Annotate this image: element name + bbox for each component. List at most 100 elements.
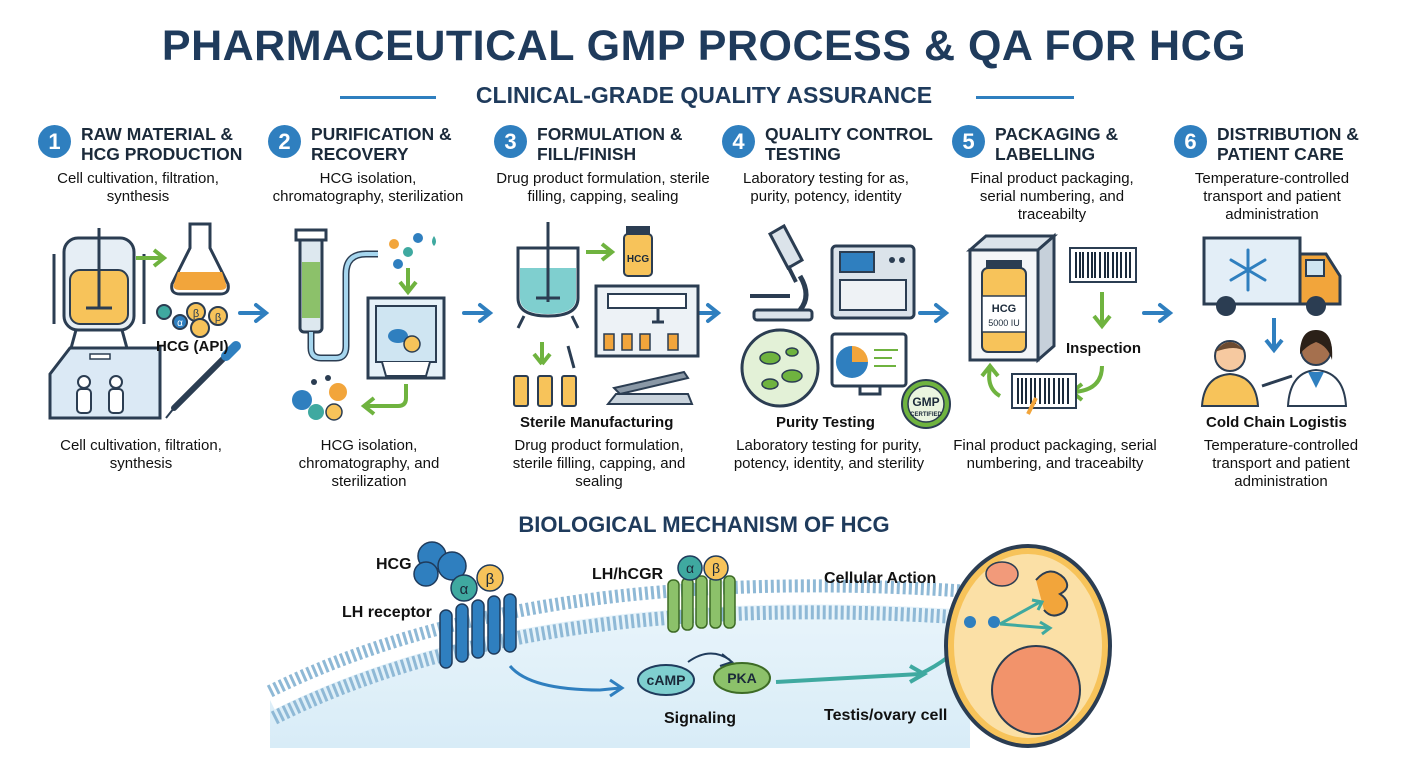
svg-text:β: β xyxy=(486,571,495,588)
isolation-chamber-icon xyxy=(366,296,446,380)
step-description: HCG isolation, chromatography, steriliza… xyxy=(272,170,464,205)
step-number-badge: 3 xyxy=(494,125,527,158)
bioreactor-icon xyxy=(52,228,146,353)
step-number-badge: 1 xyxy=(38,125,71,158)
svg-text:HCG: HCG xyxy=(992,303,1016,315)
step-6-bottom-description: Temperature-controlled transport and pat… xyxy=(1203,437,1359,490)
vial-icon: HCG xyxy=(623,226,653,277)
step-2-bottom-description: HCG isolation, chromatography, and steri… xyxy=(298,437,440,490)
svg-text:PKA: PKA xyxy=(727,670,757,686)
step-1: 1 RAW MATERIAL & HCG PRODUCTION Cell cul… xyxy=(38,124,264,206)
arrow-icon xyxy=(532,342,552,366)
pka-node: PKA xyxy=(713,662,771,694)
product-box-icon: HCG 5000 IU xyxy=(966,232,1058,364)
hcg-hormone-icon: α β xyxy=(413,541,504,602)
step-title: PURIFICATION & RECOVERY xyxy=(311,124,452,164)
step-5-bottom-description: Final product packaging, serial numberin… xyxy=(953,437,1157,472)
molecule-icon: β β α xyxy=(156,302,228,338)
svg-text:β: β xyxy=(193,308,199,320)
camp-node: cAMP xyxy=(637,664,695,696)
step-2: 2 PURIFICATION & RECOVERY HCG isolation,… xyxy=(268,124,494,206)
cold-chain-label: Cold Chain Logistis xyxy=(1206,414,1347,431)
step-number-badge: 4 xyxy=(722,125,755,158)
lhcgr-label: LH/hCGR xyxy=(592,566,664,583)
lhcgr-receptor-icon: α β xyxy=(667,555,736,633)
flask-icon xyxy=(170,222,230,296)
arrow-icon xyxy=(980,362,1002,398)
hcg-api-label: HCG (API) xyxy=(156,338,229,355)
flow-arrow-icon xyxy=(462,303,494,323)
step-title: DISTRIBUTION & PATIENT CARE xyxy=(1217,124,1359,164)
svg-text:α: α xyxy=(686,560,694,576)
step-3: 3 FORMULATION & FILL/FINISH Drug product… xyxy=(494,124,720,206)
refrigerated-truck-icon xyxy=(1202,236,1342,316)
step-1-illustration: β β α xyxy=(48,222,241,420)
step-description: Laboratory testing for as, purity, poten… xyxy=(743,170,909,205)
page-subtitle: CLINICAL-GRADE QUALITY ASSURANCE xyxy=(475,82,933,108)
page-title: PHARMACEUTICAL GMP PROCESS & QA FOR HCG xyxy=(161,22,1247,70)
inspection-label: Inspection xyxy=(1066,340,1142,357)
step-6-illustration xyxy=(1200,236,1348,407)
arrow-icon xyxy=(1092,292,1112,330)
barcode-icon xyxy=(1069,247,1137,283)
sterile-manufacturing-label: Sterile Manufacturing xyxy=(520,414,674,431)
svg-text:GMP: GMP xyxy=(912,395,939,409)
flow-arrow-icon xyxy=(1142,303,1174,323)
filling-machine-icon xyxy=(594,284,700,358)
step-number-badge: 2 xyxy=(268,125,301,158)
cleanroom-icon xyxy=(48,346,162,420)
lipid-bilayer xyxy=(266,579,971,725)
svg-text:cAMP: cAMP xyxy=(647,672,686,688)
step-1-bottom-description: Cell cultivation, filtration, synthesis xyxy=(60,437,222,472)
signal-arrow-icon xyxy=(508,664,625,698)
svg-text:β: β xyxy=(215,312,221,324)
step-description: Drug product formulation, sterile fillin… xyxy=(496,170,710,205)
step-number-badge: 5 xyxy=(952,125,985,158)
lh-receptor-icon xyxy=(439,593,517,669)
arrow-icon xyxy=(687,652,735,667)
sealed-vials-icon xyxy=(513,345,577,407)
purity-testing-label: Purity Testing xyxy=(776,414,875,431)
step-4-illustration: GMP CERTIFIED xyxy=(740,223,951,429)
petri-dish-icon xyxy=(740,328,820,408)
flow-arrow-icon xyxy=(918,303,950,323)
cellular-action-label: Cellular Action xyxy=(824,570,937,587)
arrow-icon xyxy=(586,242,616,262)
gmp-seal-icon: GMP CERTIFIED xyxy=(901,379,951,429)
bio-section-title: BIOLOGICAL MECHANISM OF HCG xyxy=(518,512,890,537)
hcg-label: HCG xyxy=(376,556,412,573)
target-cell-icon xyxy=(944,544,1112,748)
subtitle-rule-left xyxy=(340,96,436,99)
step-title: QUALITY CONTROL TESTING xyxy=(765,124,933,164)
step-4: 4 QUALITY CONTROL TESTING Laboratory tes… xyxy=(722,124,948,206)
step-number-badge: 6 xyxy=(1174,125,1207,158)
svg-text:HCG: HCG xyxy=(627,254,649,265)
svg-text:CERTIFIED: CERTIFIED xyxy=(910,412,942,418)
step-title: FORMULATION & FILL/FINISH xyxy=(537,124,683,164)
capping-press-icon xyxy=(605,370,694,405)
chromatography-column-icon xyxy=(294,228,378,362)
microscope-icon xyxy=(750,223,814,322)
mixing-tank-icon xyxy=(516,222,580,329)
doctor-icon xyxy=(1261,330,1348,407)
computer-monitor-icon xyxy=(830,332,908,396)
arrow-icon xyxy=(1264,318,1284,354)
return-arrow-icon xyxy=(360,384,408,416)
svg-text:α: α xyxy=(460,581,469,598)
cell-label: Testis/ovary cell xyxy=(824,707,948,724)
step-3-bottom-description: Drug product formulation, sterile fillin… xyxy=(512,437,686,490)
hcg-molecule-icon xyxy=(292,375,347,421)
step-title: RAW MATERIAL & HCG PRODUCTION xyxy=(81,124,243,164)
step-description: Cell cultivation, filtration, synthesis xyxy=(57,170,219,205)
cell-membrane-diagram: α β α β cAMP PKA xyxy=(266,541,972,748)
svg-text:5000 IU: 5000 IU xyxy=(988,318,1020,328)
step-description: Temperature-controlled transport and pat… xyxy=(1194,170,1350,223)
step-5-illustration: HCG 5000 IU xyxy=(966,232,1137,415)
analyzer-machine-icon xyxy=(830,244,916,320)
signaling-label: Signaling xyxy=(664,710,736,727)
step-4-bottom-description: Laboratory testing for purity, potency, … xyxy=(733,437,925,472)
step-description: Final product packaging, serial numberin… xyxy=(970,170,1134,223)
step-2-illustration xyxy=(292,228,446,421)
flow-arrow-icon xyxy=(238,303,270,323)
scanned-barcode-icon xyxy=(1011,373,1077,415)
